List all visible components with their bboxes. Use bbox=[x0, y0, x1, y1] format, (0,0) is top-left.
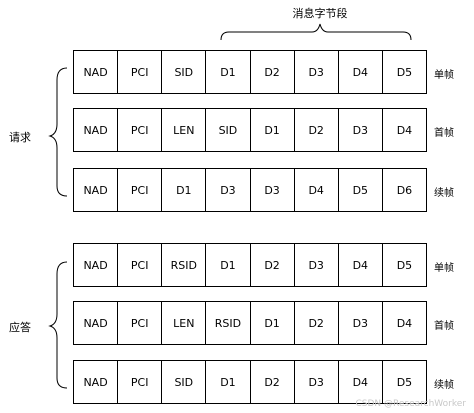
frame-cell: D3 bbox=[293, 51, 338, 93]
frame-row-request-first: NAD PCI LEN SID D1 D2 D3 D4 bbox=[73, 108, 427, 152]
frame-cell: SID bbox=[205, 109, 249, 151]
frame-cell: NAD bbox=[83, 183, 108, 197]
frame-cell: D1 bbox=[205, 51, 249, 93]
frame-cell: D3 bbox=[293, 244, 338, 286]
frame-cell: D1 bbox=[205, 244, 249, 286]
response-group-label: 应答 bbox=[9, 321, 31, 334]
frame-cell: NAD bbox=[83, 258, 108, 272]
frame-cell: D3 bbox=[337, 302, 382, 344]
frame-cell: D4 bbox=[381, 109, 426, 151]
frame-cell: D1 bbox=[205, 361, 249, 403]
frame-cell: D3 bbox=[293, 361, 338, 403]
frame-type-label: 首帧 bbox=[434, 321, 454, 332]
frame-cell: D2 bbox=[293, 109, 338, 151]
frame-cell: D5 bbox=[381, 51, 426, 93]
frame-cell: D3 bbox=[249, 169, 294, 211]
frame-cell: NAD bbox=[83, 316, 108, 330]
frame-cell: D4 bbox=[337, 244, 382, 286]
frame-row-response-consecutive: NAD PCI SID D1 D2 D3 D4 D5 bbox=[73, 360, 427, 404]
frame-cell: D4 bbox=[381, 302, 426, 344]
frame-cell: SID bbox=[161, 361, 205, 403]
frame-cell: LEN bbox=[161, 302, 205, 344]
frame-cell: D2 bbox=[249, 244, 294, 286]
frame-cell: D4 bbox=[337, 51, 382, 93]
frame-type-label: 续帧 bbox=[434, 380, 454, 391]
frame-cell: D5 bbox=[381, 244, 426, 286]
frame-cell: NAD bbox=[83, 375, 108, 389]
frame-row-response-single: NAD PCI RSID D1 D2 D3 D4 D5 bbox=[73, 243, 427, 287]
frame-type-label: 单帧 bbox=[434, 263, 454, 274]
frame-cell: D2 bbox=[293, 302, 338, 344]
frame-type-label: 单帧 bbox=[434, 70, 454, 81]
frame-cell: D6 bbox=[381, 169, 426, 211]
frame-cell: NAD bbox=[83, 65, 108, 79]
frame-cell: PCI bbox=[117, 169, 161, 211]
frame-cell: D1 bbox=[161, 169, 205, 211]
frame-cell: D1 bbox=[249, 109, 294, 151]
frame-cell: NAD bbox=[83, 123, 108, 137]
frame-cell: PCI bbox=[117, 109, 161, 151]
request-group-label: 请求 bbox=[9, 131, 31, 144]
frame-cell: PCI bbox=[117, 244, 161, 286]
frame-cell: D1 bbox=[249, 302, 294, 344]
frame-cell: D4 bbox=[337, 361, 382, 403]
frame-cell: D3 bbox=[205, 169, 249, 211]
frame-row-response-first: NAD PCI LEN RSID D1 D2 D3 D4 bbox=[73, 301, 427, 345]
frame-cell: LEN bbox=[161, 109, 205, 151]
frame-cell: PCI bbox=[117, 302, 161, 344]
frame-type-label: 首帧 bbox=[434, 128, 454, 139]
frame-cell: PCI bbox=[117, 51, 161, 93]
frame-cell: RSID bbox=[161, 244, 205, 286]
frame-row-request-consecutive: NAD PCI D1 D3 D3 D4 D5 D6 bbox=[73, 168, 427, 212]
watermark: CSDN @ResearchWorker bbox=[355, 399, 466, 409]
frame-type-label: 续帧 bbox=[434, 188, 454, 199]
frame-cell: D2 bbox=[249, 51, 294, 93]
frame-row-request-single: NAD PCI SID D1 D2 D3 D4 D5 bbox=[73, 50, 427, 94]
frame-cell: D5 bbox=[337, 169, 382, 211]
frame-cell: RSID bbox=[205, 302, 249, 344]
frame-cell: D3 bbox=[337, 109, 382, 151]
message-bytes-label: 消息字节段 bbox=[292, 7, 348, 20]
frame-cell: SID bbox=[161, 51, 205, 93]
frame-cell: D2 bbox=[249, 361, 294, 403]
frame-cell: D4 bbox=[293, 169, 338, 211]
frame-cell: D5 bbox=[381, 361, 426, 403]
frame-cell: PCI bbox=[117, 361, 161, 403]
